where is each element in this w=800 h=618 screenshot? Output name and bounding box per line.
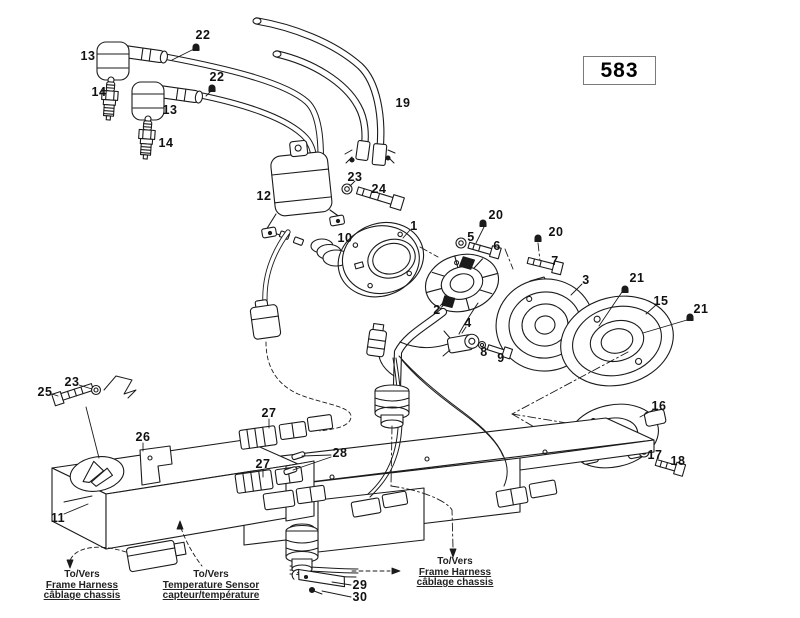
stator-art <box>424 253 500 313</box>
wiring-harness-art <box>366 302 508 498</box>
temperature-sensor-art <box>285 523 359 595</box>
armature-plate-art <box>337 221 425 298</box>
trigger-coil-art <box>442 330 480 357</box>
leader-lines <box>51 48 688 598</box>
connectors-art <box>234 414 558 518</box>
starting-pulley-art <box>560 295 674 387</box>
engine-model-badge: 583 <box>583 56 656 85</box>
routing-dashes <box>66 341 457 575</box>
relay-block-art <box>126 539 187 573</box>
ignition-coil-art <box>249 139 345 340</box>
fasteners-art <box>51 43 694 407</box>
